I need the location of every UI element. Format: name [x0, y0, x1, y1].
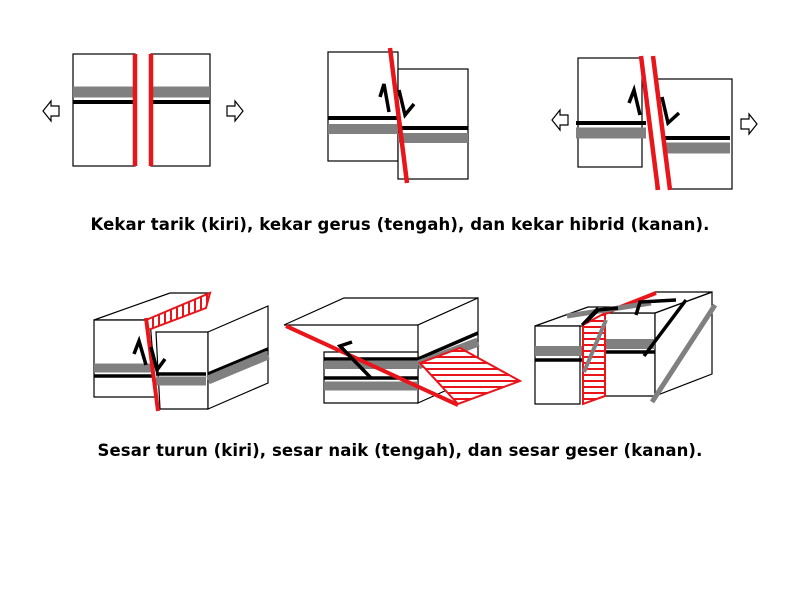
up-shear-arrow-icon: [378, 83, 391, 113]
top-row-caption: Kekar tarik (kiri), kekar gerus (tengah)…: [90, 215, 710, 234]
down-shear-arrow-icon: [660, 96, 681, 127]
shear-fault-line: [387, 47, 410, 184]
hybrid-fracture-left: [638, 55, 661, 191]
left-arrow-icon: [42, 99, 60, 123]
left-arrow-icon: [551, 108, 569, 132]
tension-joint-figure: [42, 53, 244, 167]
hybrid-fracture-right: [650, 55, 673, 191]
up-shear-arrow-icon: [132, 335, 148, 366]
reverse-fault-figure: [283, 297, 523, 407]
down-shear-arrow-icon: [397, 89, 416, 119]
down-shear-arrow-icon: [149, 346, 167, 375]
right-arrow-icon: [226, 99, 244, 123]
thrust-arrow-icon: [336, 340, 373, 380]
hybrid-joint-figure: [551, 55, 758, 191]
strike-slip-fault-figure: [534, 291, 718, 406]
right-arrow-icon: [740, 112, 758, 136]
bottom-row-caption: Sesar turun (kiri), sesar naik (tengah),…: [97, 441, 703, 460]
strike-slip-arrow-icon: [584, 306, 619, 324]
fault-line: [285, 324, 459, 407]
up-shear-arrow-icon: [627, 84, 642, 116]
fault-line: [144, 317, 160, 412]
shear-joint-figure: [327, 47, 469, 184]
normal-fault-figure: [93, 291, 270, 412]
fault-plane: [418, 346, 523, 406]
strike-slip-arrow-icon: [634, 298, 677, 316]
